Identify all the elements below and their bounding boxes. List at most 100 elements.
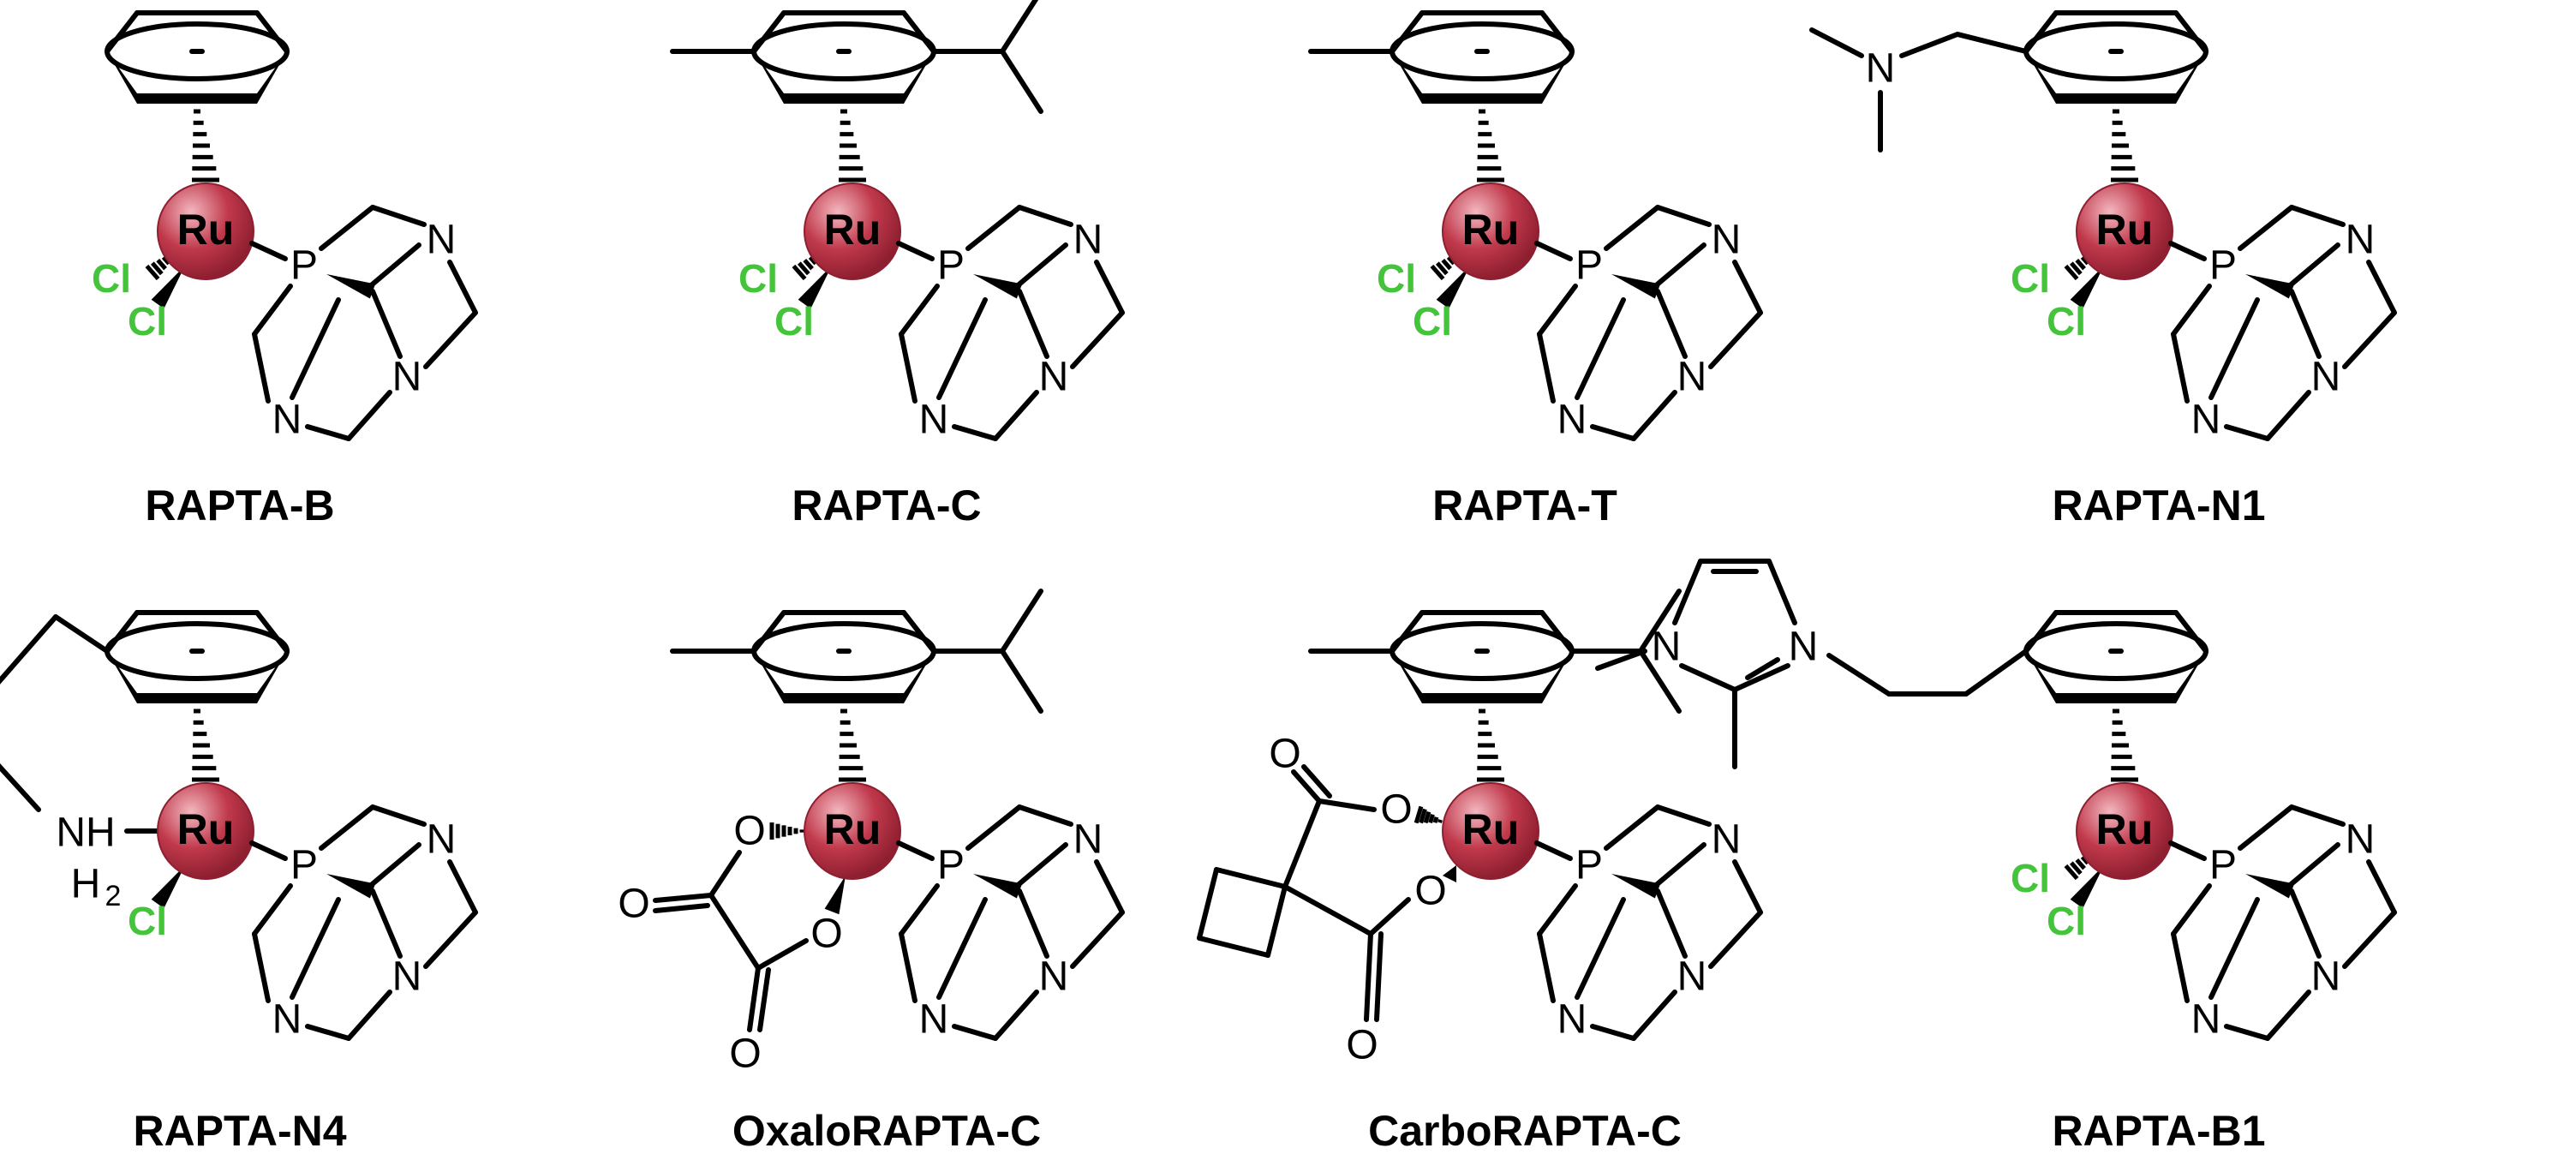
compound-label: OxaloRAPTA-C	[732, 1107, 1041, 1155]
cage-bond	[1537, 332, 1556, 404]
nitrogen-atom: N	[1712, 218, 1742, 263]
phosphorus-atom: P	[2209, 243, 2237, 289]
cage-bond	[2342, 910, 2397, 969]
carbonyl-bond	[653, 903, 710, 913]
nitrogen-atom: N	[2346, 218, 2376, 263]
chloride-ligand: Cl	[92, 256, 131, 301]
aromatic-circle	[105, 21, 290, 81]
nitrogen-atom: N	[1557, 398, 1587, 443]
o-hashed-wedge	[769, 822, 804, 840]
compound-label: RAPTA-B	[145, 481, 334, 529]
nitrogen-atom: N	[2311, 954, 2341, 1000]
cage-bond	[1537, 883, 1578, 936]
ru-p-bond	[249, 241, 288, 261]
cage-bond	[1590, 424, 1636, 441]
nitrogen-atom: N	[427, 218, 457, 263]
cl-solid-wedge	[1436, 266, 1470, 309]
cl-solid-wedge	[2070, 266, 2104, 309]
nitrogen-atom: N	[1557, 997, 1587, 1043]
isopropyl-bond	[1000, 0, 1039, 54]
hash-stroke	[1446, 255, 1456, 266]
phosphorus-atom: P	[290, 843, 318, 888]
cage-bond	[2289, 289, 2322, 359]
ruthenium-sphere	[2076, 182, 2173, 280]
ruthenium-sphere	[157, 182, 254, 280]
imidazole-bond	[1766, 559, 1797, 625]
cage-bond	[2238, 205, 2294, 251]
cage-bond	[1647, 242, 1706, 294]
arene-ring	[1390, 610, 1575, 703]
cage-bond	[1094, 260, 1125, 315]
compound-label: RAPTA-B1	[2052, 1107, 2265, 1155]
carbonyl-bond	[653, 893, 714, 903]
alkyl-bond	[1963, 649, 2029, 697]
cyclobutane-bond	[1197, 867, 1219, 941]
carbonyl-bond	[757, 967, 771, 1032]
cage-bond	[370, 289, 403, 359]
cage-bond	[2289, 804, 2346, 827]
carbonyl-bond	[1301, 764, 1332, 798]
hash-stroke	[2080, 255, 2090, 266]
eta6-bond	[192, 709, 219, 782]
arene-ring	[751, 610, 936, 703]
cage-bond	[2366, 260, 2397, 315]
cl-solid-wedge	[151, 865, 185, 909]
eta6-bond	[2111, 709, 2138, 782]
arene-ring	[751, 10, 936, 104]
ruthenium-atom: Ru	[2096, 206, 2154, 254]
cage-bond	[1655, 804, 1712, 827]
nitrogen-atom: N	[1073, 218, 1103, 263]
phosphorus-atom: P	[2209, 843, 2237, 888]
hash-stroke	[2064, 864, 2079, 881]
hash-stroke	[1428, 813, 1435, 824]
arene-ring	[105, 10, 290, 104]
cage-bond	[2171, 332, 2190, 404]
eta6-bond	[2111, 109, 2138, 182]
cage-bond	[252, 931, 271, 1003]
cage-bond	[1590, 1024, 1636, 1041]
cage-bond	[370, 205, 427, 227]
imidazole-bond	[1679, 663, 1737, 692]
arene-ring	[2023, 610, 2208, 703]
chloride-ligand: Cl	[1377, 256, 1416, 301]
cl-solid-wedge	[798, 266, 832, 309]
cage-bond	[252, 883, 293, 936]
isopropyl-bond	[1000, 589, 1043, 654]
cage-bond	[2280, 242, 2340, 294]
o-hashed-wedge	[1414, 805, 1443, 824]
cage-bond	[1631, 990, 1677, 1041]
alkyl-bond	[1826, 653, 1892, 697]
arene-ring	[2023, 10, 2208, 104]
imidazole-bond	[1672, 559, 1703, 625]
hash-stroke	[145, 264, 160, 281]
carbonyl-bond	[1364, 931, 1373, 1022]
cage-bond	[1655, 205, 1712, 227]
cage-bond	[362, 842, 421, 894]
imidazole-bond	[1732, 663, 1790, 692]
oxygen-atom: O	[1380, 787, 1412, 833]
ruthenium-atom: Ru	[824, 805, 882, 853]
cage-bond	[2342, 310, 2397, 369]
alkyl-bond	[0, 763, 41, 812]
hash-stroke	[803, 259, 814, 271]
methyl-substituent	[1809, 27, 1864, 58]
hash-stroke	[1423, 810, 1431, 824]
cage-bond	[1732, 260, 1763, 315]
chloride-ligand: Cl	[2047, 299, 2086, 344]
cage-bond	[1070, 910, 1125, 969]
methyl-substituent	[1595, 649, 1647, 671]
compound-label: RAPTA-N4	[133, 1107, 346, 1155]
ru-p-bond	[1534, 241, 1573, 261]
cage-bond	[936, 897, 988, 1000]
nitrogen-atom: N	[272, 997, 302, 1043]
cage-bond	[362, 242, 421, 294]
carbonyl-oxygen: O	[729, 1031, 761, 1077]
oxalate-bond	[708, 850, 742, 898]
cyclobutane-bond	[1265, 884, 1288, 958]
cage-bond	[305, 424, 351, 441]
